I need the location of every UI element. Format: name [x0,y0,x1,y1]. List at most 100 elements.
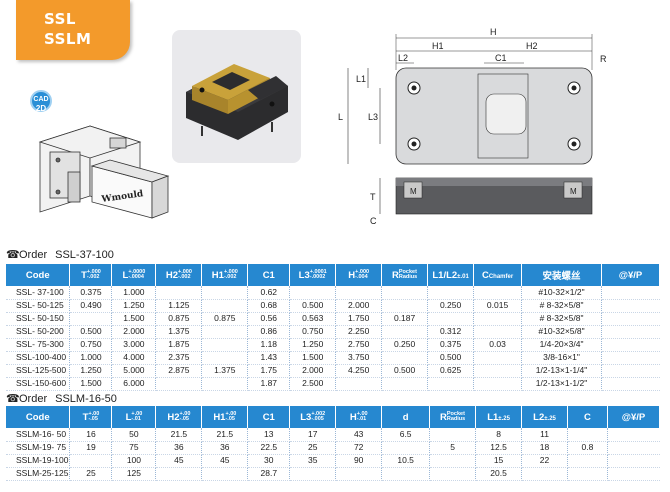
product-photo [172,30,301,163]
ssl-cell [201,338,249,352]
dim-t-label: T [370,192,376,202]
ssl-cell: 0.500 [69,325,113,339]
ssl-cell: 1.750 [335,312,383,326]
ssl-cell: # 8-32×5/8" [521,312,602,326]
sslm-cell: 25 [289,441,337,455]
ssl-cell: 1.375 [155,325,203,339]
dim-c1-label: C1 [495,53,507,63]
ssl-cell: 0.875 [201,312,249,326]
ssl-cell[interactable]: SSL- 37-100 [6,286,71,300]
ssl-cell [289,286,337,300]
sslm-cell: 43 [335,428,383,442]
ssl-cell: 1.250 [111,299,157,313]
ssl-cell[interactable]: SSL-100-400 [6,351,71,365]
ssl-cell: 1.18 [247,338,291,352]
sslm-cell: 8 [475,428,523,442]
ssl-cell: 1.500 [111,312,157,326]
ssl-cell: 0.03 [473,338,523,352]
ssl-cell: 1/2-13×1-1/4" [521,364,602,378]
sslm-cell: 22 [521,454,568,468]
ssl-cell[interactable]: SSL-150-600 [6,377,71,391]
ssl-col-l1l2: L1/L2±.01 [427,264,475,286]
ssl-cell: 0.500 [381,364,429,378]
sslm-cell[interactable]: SSLM-16- 50 [6,428,71,442]
ssl-cell: 0.56 [247,312,291,326]
ssl-cell: 0.62 [247,286,291,300]
ssl-cell: 0.625 [427,364,475,378]
ssl-cell: 1.500 [289,351,337,365]
ssl-col-code: Code [6,264,71,286]
sslm-cell: 21.5 [155,428,203,442]
sslm-cell[interactable]: SSLM-25-125 [6,467,71,481]
ssl-cell[interactable]: SSL-125-500 [6,364,71,378]
ssl-cell [427,312,475,326]
sslm-col-c1: C1 [247,406,291,428]
ssl-cell [473,351,523,365]
sslm-cell [521,467,568,481]
ssl-cell [201,299,249,313]
sslm-col-code: Code [6,406,71,428]
cad-2d-badge[interactable]: CAD 2D [30,90,52,113]
sslm-cell[interactable]: SSLM-19-100 [6,454,71,468]
part-render [186,64,288,140]
ssl-col-t: T+.000-.002 [69,264,113,286]
ssl-cell: 1.875 [155,338,203,352]
sslm-col-h: H+.00-.01 [335,406,383,428]
sslm-cell [381,467,431,481]
ssl-cell: 0.750 [69,338,113,352]
ssl-cell [69,312,113,326]
ssl-cell [601,286,660,300]
ssl-cell: 0.490 [69,299,113,313]
ssl-cell: 0.015 [473,299,523,313]
ssl-cell: 3.000 [111,338,157,352]
sslm-cell [567,467,608,481]
ssl-cell [427,377,475,391]
ssl-cell[interactable]: SSL- 50-200 [6,325,71,339]
ssl-cell [601,364,660,378]
sslm-cell: 17 [289,428,337,442]
ssl-spec-table: Code T+.000-.002 L+.0000-.0004 H2+.000-.… [6,264,661,391]
sslm-cell[interactable]: SSLM-19- 75 [6,441,71,455]
product-code-sslm: SSLM [44,30,92,48]
dim-h2-label: H2 [526,41,538,51]
sslm-cell: 30 [247,454,291,468]
ssl-cell[interactable]: SSL- 75-300 [6,338,71,352]
ssl-cell: 1.87 [247,377,291,391]
ssl-cell: 2.000 [111,325,157,339]
sslm-col-c: C [567,406,608,428]
sslm-cell: 25 [69,467,113,481]
ssl-cell[interactable]: SSL- 50-150 [6,312,71,326]
ssl-cell: 1.500 [69,377,113,391]
ssl-cell [381,286,429,300]
ssl-cell: 3/8-16×1" [521,351,602,365]
ssl-col-h1: H1+.000-.002 [201,264,249,286]
ssl-cell: 0.875 [155,312,203,326]
ssl-cell [381,377,429,391]
ssl-cell [381,299,429,313]
ssl-cell: 1/2-13×1-1/2" [521,377,602,391]
dim-l2-label: L2 [398,53,408,63]
ssl-cell[interactable]: SSL- 50-125 [6,299,71,313]
ssl-cell [601,299,660,313]
ssl-cell: 0.250 [427,299,475,313]
ssl-cell: 0.500 [427,351,475,365]
ssl-cell: 2.000 [335,299,383,313]
ssl-cell [473,286,523,300]
ssl-cell [601,377,660,391]
ssl-cell [155,377,203,391]
sslm-col-price: @¥/P [607,406,661,428]
ssl-cell: 0.500 [289,299,337,313]
ssl-cell: 1.43 [247,351,291,365]
sslm-cell [201,467,249,481]
sslm-cell: 22.5 [247,441,291,455]
dim-r-label: R [600,54,607,64]
ssl-cell [335,286,383,300]
dim-h1-label: H1 [432,41,444,51]
sslm-cell: 18 [521,441,568,455]
